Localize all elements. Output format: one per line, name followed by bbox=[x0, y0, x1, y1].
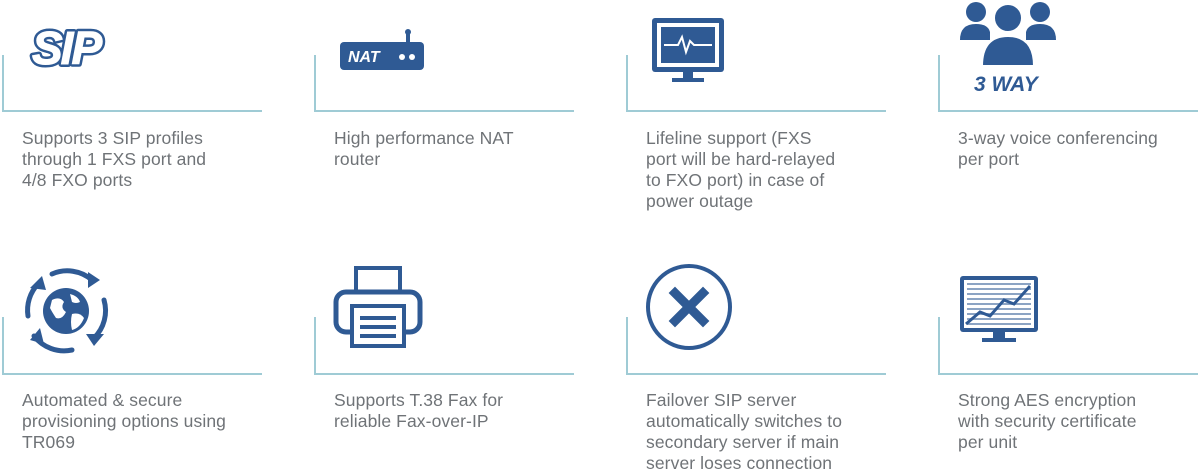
svg-text:SIP: SIP bbox=[32, 22, 102, 74]
feature-lifeline-support: Lifeline support (FXS port will be hard-… bbox=[626, 0, 888, 230]
feature-description: Failover SIP server automatically switch… bbox=[646, 390, 843, 469]
divider-vertical bbox=[2, 317, 4, 375]
encrypted-monitor-icon bbox=[958, 274, 1040, 346]
divider-horizontal bbox=[2, 110, 262, 112]
feature-description: Supports T.38 Fax for reliable Fax-over-… bbox=[334, 390, 504, 431]
divider-horizontal bbox=[626, 373, 886, 375]
divider-vertical bbox=[626, 317, 628, 375]
divider-horizontal bbox=[626, 110, 886, 112]
divider-horizontal bbox=[2, 373, 262, 375]
divider-vertical bbox=[938, 317, 940, 375]
divider-vertical bbox=[314, 317, 316, 375]
globe-sync-icon bbox=[22, 266, 110, 354]
feature-failover-sip-server: Failover SIP server automatically switch… bbox=[626, 262, 888, 469]
feature-aes-encryption: Strong AES encryption with security cert… bbox=[938, 262, 1200, 469]
feature-three-way-conferencing: 3 WAY 3-way voice conferencing per port bbox=[938, 0, 1200, 230]
divider-vertical bbox=[938, 55, 940, 112]
nat-router-icon: NAT bbox=[340, 28, 426, 72]
feature-description: Automated & secure provisioning options … bbox=[22, 390, 226, 452]
feature-description: 3-way voice conferencing per port bbox=[958, 128, 1158, 169]
feature-description: Strong AES encryption with security cert… bbox=[958, 390, 1137, 452]
fax-printer-icon bbox=[332, 264, 424, 350]
divider-vertical bbox=[314, 55, 316, 112]
feature-t38-fax: Supports T.38 Fax for reliable Fax-over-… bbox=[314, 262, 576, 469]
monitor-pulse-icon bbox=[650, 16, 726, 84]
sip-logo-icon: SIP SIP bbox=[28, 19, 118, 77]
divider-horizontal bbox=[314, 373, 574, 375]
svg-text:NAT: NAT bbox=[348, 49, 381, 66]
feature-automated-provisioning: Automated & secure provisioning options … bbox=[2, 262, 264, 469]
feature-nat-router: NAT High performance NAT router bbox=[314, 0, 576, 230]
svg-text:3 WAY: 3 WAY bbox=[974, 73, 1040, 96]
feature-sip-profiles: SIP SIP Supports 3 SIP profiles through … bbox=[2, 0, 264, 230]
divider-vertical bbox=[626, 55, 628, 112]
three-way-conference-icon: 3 WAY bbox=[960, 0, 1056, 100]
divider-vertical bbox=[2, 55, 4, 112]
close-x-circle-icon bbox=[644, 262, 734, 352]
divider-horizontal bbox=[314, 110, 574, 112]
divider-horizontal bbox=[938, 373, 1198, 375]
feature-description: Supports 3 SIP profiles through 1 FXS po… bbox=[22, 128, 207, 190]
divider-horizontal bbox=[938, 110, 1198, 112]
feature-description: Lifeline support (FXS port will be hard-… bbox=[646, 128, 836, 211]
feature-description: High performance NAT router bbox=[334, 128, 514, 169]
svg-text:SIP: SIP bbox=[32, 22, 102, 74]
